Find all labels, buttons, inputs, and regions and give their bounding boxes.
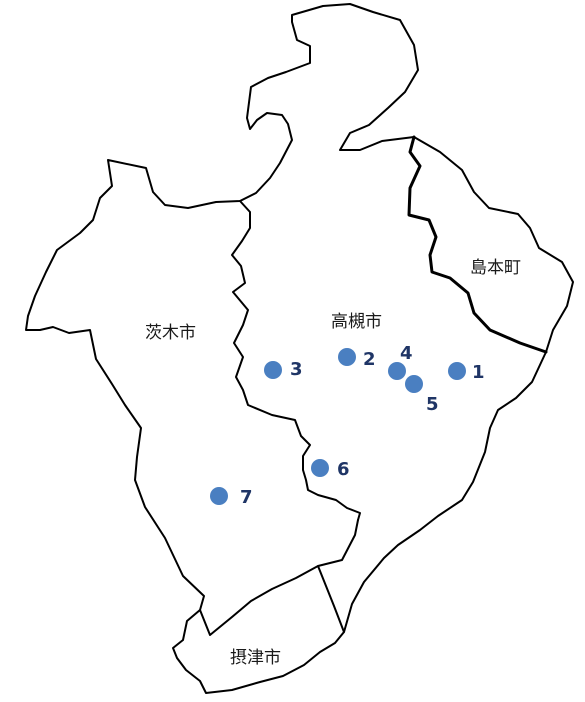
border-shimamoto-takatsuki <box>407 135 548 354</box>
marker-6[interactable]: 6 <box>311 459 350 480</box>
marker-4-label: 4 <box>400 343 413 364</box>
marker-5-label: 5 <box>426 394 439 415</box>
marker-7-dot <box>210 487 228 505</box>
marker-5[interactable]: 5 <box>405 375 439 415</box>
border-settsu-takatsuki <box>317 565 345 633</box>
marker-4[interactable]: 4 <box>388 343 413 380</box>
region-label-settsu: 摂津市 <box>230 648 281 668</box>
marker-7[interactable]: 7 <box>210 487 253 508</box>
marker-3-label: 3 <box>290 359 303 380</box>
marker-5-dot <box>405 375 423 393</box>
marker-1[interactable]: 1 <box>448 362 485 383</box>
marker-6-label: 6 <box>337 459 350 480</box>
region-label-shimamoto: 島本町 <box>470 258 521 278</box>
marker-2-label: 2 <box>363 349 376 370</box>
marker-2-dot <box>338 348 356 366</box>
marker-6-dot <box>311 459 329 477</box>
border-ibaraki-takatsuki <box>231 200 361 521</box>
border-south <box>199 519 359 636</box>
marker-3[interactable]: 3 <box>264 359 303 380</box>
region-label-takatsuki: 高槻市 <box>331 312 382 332</box>
marker-1-dot <box>448 362 466 380</box>
outer-boundary <box>25 3 574 694</box>
marker-1-label: 1 <box>472 362 485 383</box>
marker-4-dot <box>388 362 406 380</box>
region-label-ibaraki: 茨木市 <box>145 323 196 343</box>
marker-7-label: 7 <box>240 487 253 508</box>
marker-2[interactable]: 2 <box>338 348 376 370</box>
marker-3-dot <box>264 361 282 379</box>
